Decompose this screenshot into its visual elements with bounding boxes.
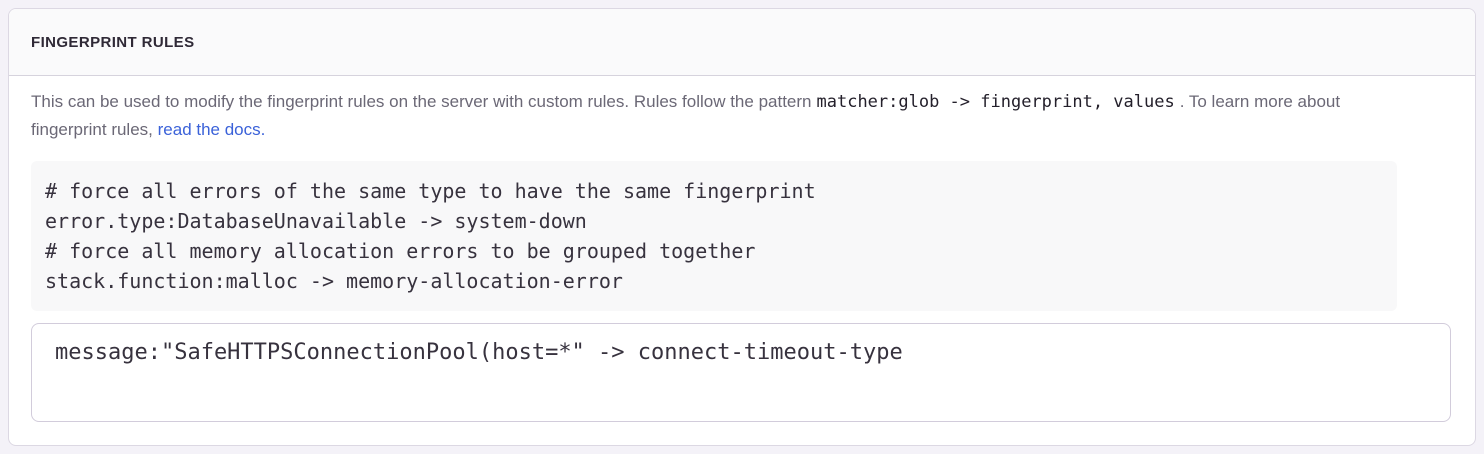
- panel-header: FINGERPRINT RULES: [9, 9, 1475, 76]
- fingerprint-rules-textarea[interactable]: message:"SafeHTTPSConnectionPool(host=*"…: [31, 323, 1451, 422]
- panel-body: This can be used to modify the fingerpri…: [9, 76, 1475, 445]
- pattern-inline-code: matcher:glob -> fingerprint, values: [816, 92, 1175, 112]
- description-text-middle: . To learn more about fingerprint rules,: [31, 92, 1341, 139]
- description-text-before: This can be used to modify the fingerpri…: [31, 92, 812, 111]
- example-code-block: # force all errors of the same type to h…: [31, 161, 1397, 311]
- read-docs-link[interactable]: read the docs.: [157, 120, 266, 139]
- fingerprint-rules-panel: FINGERPRINT RULES This can be used to mo…: [8, 8, 1476, 446]
- panel-description: This can be used to modify the fingerpri…: [31, 88, 1383, 143]
- panel-title: FINGERPRINT RULES: [31, 33, 195, 51]
